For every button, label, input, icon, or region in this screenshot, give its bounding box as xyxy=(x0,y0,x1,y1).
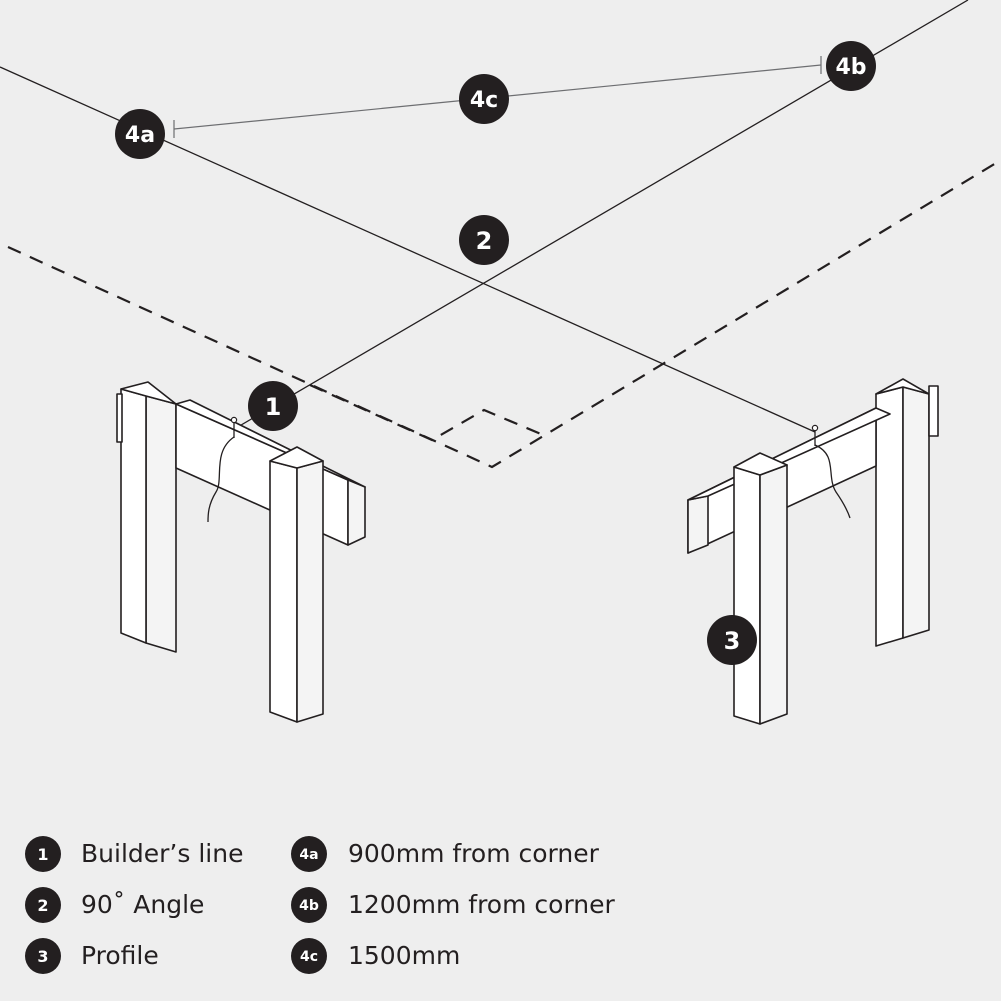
profile-right xyxy=(687,378,939,725)
legend-item-1500mm: 4c 1500mm xyxy=(291,938,460,974)
outline-outer-dashed xyxy=(7,159,1001,469)
badge-4a: 4a xyxy=(115,109,165,159)
svg-text:2: 2 xyxy=(37,896,48,915)
badge-2: 2 xyxy=(459,215,509,265)
svg-text:1200mm from corner: 1200mm from corner xyxy=(348,890,616,919)
svg-text:900mm from corner: 900mm from corner xyxy=(348,839,600,868)
svg-text:4a: 4a xyxy=(125,123,155,148)
svg-text:1: 1 xyxy=(265,393,282,421)
svg-text:Builder’s line: Builder’s line xyxy=(81,839,243,868)
svg-text:1500mm: 1500mm xyxy=(348,941,460,970)
badge-4c: 4c xyxy=(459,74,509,124)
svg-text:2: 2 xyxy=(476,227,493,255)
legend-item-builders-line: 1 Builder’s line xyxy=(25,836,243,872)
badge-1: 1 xyxy=(248,381,298,431)
svg-text:4c: 4c xyxy=(300,949,318,965)
profile-left xyxy=(116,381,366,723)
svg-text:3: 3 xyxy=(724,627,741,655)
svg-text:1: 1 xyxy=(37,845,48,864)
svg-text:4b: 4b xyxy=(299,898,319,914)
svg-text:3: 3 xyxy=(37,947,48,966)
building-outline xyxy=(7,159,1001,469)
badge-3: 3 xyxy=(707,615,757,665)
svg-text:Profile: Profile xyxy=(81,941,159,970)
legend-item-90-angle: 2 90˚ Angle xyxy=(25,887,204,923)
legend-item-1200mm: 4b 1200mm from corner xyxy=(291,887,616,923)
svg-text:90˚ Angle: 90˚ Angle xyxy=(81,890,204,919)
outline-inner-dashed xyxy=(309,383,549,442)
badge-4b: 4b xyxy=(826,41,876,91)
svg-text:4a: 4a xyxy=(299,847,318,863)
legend: 1 Builder’s line 2 90˚ Angle 3 Profile 4… xyxy=(25,836,616,974)
svg-text:4c: 4c xyxy=(470,88,498,113)
svg-text:4b: 4b xyxy=(835,55,866,80)
legend-item-profile: 3 Profile xyxy=(25,938,159,974)
legend-item-900mm: 4a 900mm from corner xyxy=(291,836,600,872)
